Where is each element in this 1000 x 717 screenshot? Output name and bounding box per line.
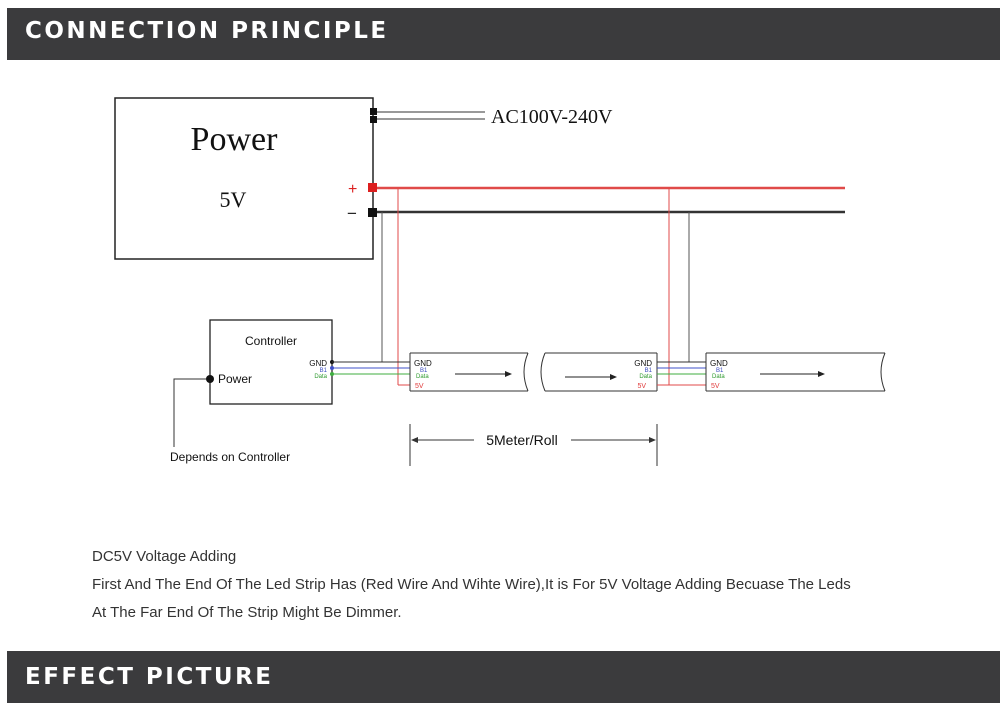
strip2-pin-5v: 5V	[637, 383, 646, 390]
negative-terminal	[368, 208, 377, 217]
ac-input-label: AC100V-240V	[491, 106, 613, 128]
ac-terminal-2	[370, 116, 377, 123]
strip3-pin-b1: B1	[716, 368, 724, 374]
strip1-pin-b1: B1	[420, 368, 428, 374]
dimension-arrow-left	[411, 437, 418, 443]
section-title-connection: CONNECTION PRINCIPLE	[25, 18, 389, 44]
strip1-pin-5v: 5V	[415, 383, 424, 390]
controller-box	[209, 319, 333, 405]
header-band: CONNECTION PRINCIPLE	[7, 8, 1000, 60]
footer-band: EFFECT PICTURE	[7, 651, 1000, 703]
power-supply-voltage: 5V	[220, 187, 247, 212]
roll-length-label: 5Meter/Roll	[486, 432, 558, 448]
strip3-pin-gnd: GND	[710, 359, 728, 368]
strip2-pin-b1: B1	[645, 368, 653, 374]
controller-pin-b1: B1	[320, 368, 328, 374]
notes-line-1: First And The End Of The Led Strip Has (…	[92, 576, 851, 593]
strip2-pin-gnd: GND	[634, 359, 652, 368]
led-strip-segment-1	[409, 352, 529, 392]
strip3-pin-data: Data	[712, 374, 725, 380]
controller-pin-gnd: GND	[309, 359, 327, 368]
strip1-pin-gnd: GND	[414, 359, 432, 368]
section-title-effect: EFFECT PICTURE	[25, 664, 274, 690]
controller-title: Controller	[245, 334, 297, 348]
notes-heading: DC5V Voltage Adding	[92, 548, 237, 565]
minus-sign: −	[347, 204, 357, 223]
dimension-arrow-right	[649, 437, 656, 443]
strip1-pin-data: Data	[416, 374, 429, 380]
controller-power-label: Power	[218, 372, 252, 386]
led-strip-segment-3	[705, 352, 886, 392]
strip2-pin-data: Data	[639, 374, 652, 380]
power-supply-box	[114, 97, 374, 260]
controller-power-lead	[173, 378, 206, 447]
notes-line-2: At The Far End Of The Strip Might Be Dim…	[92, 604, 402, 621]
positive-terminal	[368, 183, 377, 192]
power-supply-title: Power	[191, 121, 279, 158]
controller-pin-data: Data	[314, 374, 327, 380]
plus-sign: +	[348, 181, 357, 198]
controller-note: Depends on Controller	[170, 450, 290, 464]
ac-terminal-1	[370, 108, 377, 115]
controller-power-terminal	[206, 375, 214, 383]
strip3-pin-5v: 5V	[711, 383, 720, 390]
